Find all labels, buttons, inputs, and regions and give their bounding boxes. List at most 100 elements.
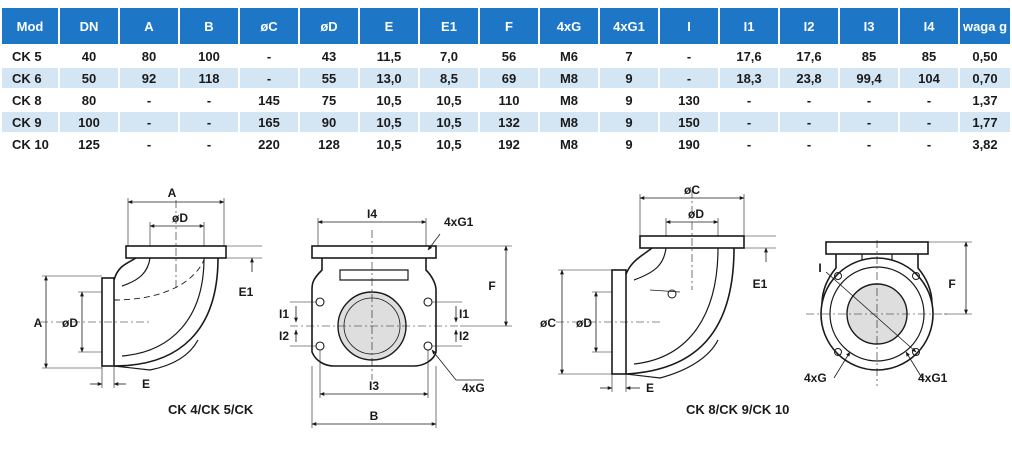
- dim-label-oC-top: øC: [684, 183, 700, 197]
- table-cell: 80: [141, 48, 157, 64]
- dim-label-B: B: [370, 409, 379, 423]
- table-cell: 125: [78, 136, 100, 152]
- table-cell: 128: [318, 136, 340, 152]
- dim-label-oD-top-right: øD: [688, 207, 704, 221]
- table-cell: 10,5: [376, 136, 402, 152]
- dim-label-4xG1: 4xG1: [444, 215, 474, 229]
- elbow-small-view: [40, 198, 262, 388]
- column-header: 4xG1: [600, 8, 658, 44]
- column-header: øD: [300, 8, 358, 44]
- table-cell: -: [780, 112, 838, 132]
- table-cell: 0,70: [960, 68, 1010, 88]
- table-cell: M8: [540, 68, 598, 88]
- table-cell: 118: [180, 68, 238, 88]
- dim-label-I2-right: I2: [459, 329, 469, 343]
- table-cell: 23,8: [780, 68, 838, 88]
- model-cell: CK 8: [12, 92, 42, 108]
- column-header: 4xG: [540, 8, 598, 44]
- table-cell: 10,5: [420, 112, 478, 132]
- table-cell: M8: [559, 136, 579, 152]
- table-cell: M8: [540, 112, 598, 132]
- dim-label-E1-left: E1: [239, 285, 254, 299]
- table-cell: -: [206, 92, 212, 108]
- dim-label-4xG-mid: 4xG: [462, 381, 485, 395]
- dim-label-E-right: E: [646, 381, 654, 395]
- table-cell: -: [146, 136, 152, 152]
- table-cell: 100: [60, 112, 118, 132]
- table-cell: 75: [321, 92, 337, 108]
- dim-label-I4: I4: [367, 207, 377, 221]
- table-cell: M6: [559, 48, 579, 64]
- model-cell: CK 6: [2, 68, 58, 88]
- table-cell: 69: [480, 68, 538, 88]
- column-header: I2: [780, 8, 838, 44]
- dim-label-F-mid: F: [488, 279, 495, 293]
- column-header: B: [180, 8, 238, 44]
- table-cell: -: [660, 68, 718, 88]
- table-cell: 55: [300, 68, 358, 88]
- dim-label-I1-right: I1: [459, 307, 469, 321]
- model-cell: CK 5: [12, 48, 42, 64]
- column-header: E: [360, 8, 418, 44]
- dim-label-I3: I3: [369, 379, 379, 393]
- table-cell: -: [806, 92, 812, 108]
- table-cell: -: [746, 92, 752, 108]
- table-cell: M8: [559, 92, 579, 108]
- dim-label-E1-right: E1: [753, 277, 768, 291]
- model-cell: CK 10: [12, 136, 49, 152]
- table-cell: 130: [678, 92, 700, 108]
- column-header: I1: [720, 8, 778, 44]
- table-cell: 104: [900, 68, 958, 88]
- table-cell: 10,5: [360, 112, 418, 132]
- dim-label-I1-left: I1: [279, 307, 289, 321]
- table-cell: -: [840, 112, 898, 132]
- column-header: I4: [900, 8, 958, 44]
- column-header: A: [120, 8, 178, 44]
- table-cell: -: [746, 136, 752, 152]
- dim-label-E-left: E: [142, 377, 150, 391]
- table-cell: 56: [501, 48, 517, 64]
- table-cell: -: [146, 92, 152, 108]
- caption-right: CK 8/CK 9/CK 10: [686, 402, 789, 417]
- table-cell: 80: [81, 92, 97, 108]
- dim-label-A-left: A: [34, 316, 43, 330]
- table-cell: 17,6: [736, 48, 762, 64]
- column-header: øC: [240, 8, 298, 44]
- column-header: Mod: [2, 8, 58, 44]
- table-cell: -: [120, 112, 178, 132]
- table-cell: 11,5: [376, 48, 402, 64]
- table-cell: 99,4: [840, 68, 898, 88]
- table-cell: 145: [258, 92, 280, 108]
- table-cell: 190: [678, 136, 700, 152]
- table-cell: 17,6: [796, 48, 822, 64]
- dim-label-F-right: F: [948, 277, 955, 291]
- table-cell: -: [926, 92, 932, 108]
- model-cell: CK 9: [2, 112, 58, 132]
- table-cell: 9: [625, 92, 633, 108]
- dim-label-oD-left-right: øD: [576, 316, 592, 330]
- table-cell: 8,5: [420, 68, 478, 88]
- elbow-large-view: [556, 190, 776, 392]
- dim-label-4xG-right: 4xG: [804, 371, 827, 385]
- table-cell: 150: [660, 112, 718, 132]
- column-header: E1: [420, 8, 478, 44]
- table-cell: 40: [81, 48, 97, 64]
- table-cell: 1,77: [960, 112, 1010, 132]
- dim-label-oC-left: øC: [540, 316, 556, 330]
- column-header: F: [480, 8, 538, 44]
- table-cell: 50: [60, 68, 118, 88]
- table-cell: 90: [300, 112, 358, 132]
- table-cell: 9: [600, 68, 658, 88]
- front-view-large: [806, 240, 972, 386]
- table-cell: 10,5: [436, 136, 462, 152]
- table-cell: 132: [480, 112, 538, 132]
- dim-label-A-top: A: [168, 186, 177, 200]
- table-cell: 100: [198, 48, 220, 64]
- table-cell: -: [866, 92, 872, 108]
- table-cell: 1,37: [972, 92, 998, 108]
